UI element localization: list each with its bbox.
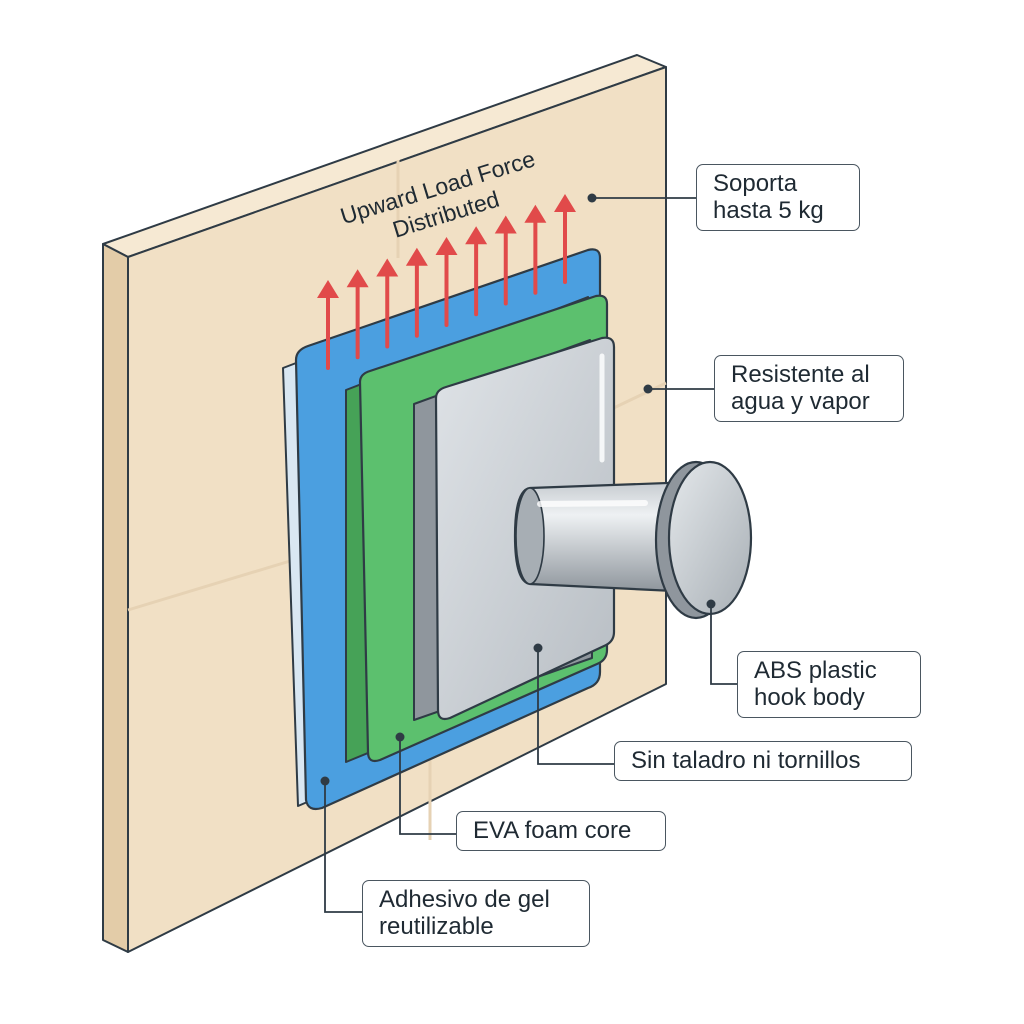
callout-load-line-1: Soporta	[713, 170, 798, 197]
up-arrow-icon	[317, 280, 339, 370]
leader-drill	[537, 648, 614, 765]
leader-dots	[320, 193, 716, 786]
leader-lines	[324, 197, 737, 913]
up-arrow-icon	[405, 247, 428, 338]
callout-water-line-1: Resistente al	[731, 361, 870, 388]
callout-gel-line-1: Adhesivo de gel	[379, 886, 550, 913]
callout-abs-body: ABS plastic hook body	[737, 651, 921, 718]
up-arrow-icon	[465, 226, 488, 317]
up-arrow-icon	[435, 237, 458, 327]
load-force-arrows	[317, 194, 576, 370]
callout-abs-line-1: ABS plastic	[754, 657, 877, 684]
up-arrow-icon	[554, 194, 576, 284]
leader-abs	[710, 604, 737, 685]
callout-eva-foam: EVA foam core	[456, 811, 666, 851]
callout-water-line-2: agua y vapor	[731, 388, 870, 415]
callout-load-line-2: hasta 5 kg	[713, 197, 824, 224]
callout-gel-line-2: reutilizable	[379, 913, 494, 940]
callout-no-drilling: Sin taladro ni tornillos	[614, 741, 912, 781]
callout-eva-line-1: EVA foam core	[473, 817, 632, 844]
leader-gel	[324, 781, 362, 913]
callout-abs-line-2: hook body	[754, 684, 865, 711]
up-arrow-icon	[346, 269, 369, 360]
up-arrow-icon	[524, 204, 547, 295]
callout-water-resistant: Resistente al agua y vapor	[714, 355, 904, 422]
callout-gel-adhesive: Adhesivo de gel reutilizable	[362, 880, 590, 947]
hook-knob	[513, 460, 753, 620]
leader-eva	[399, 737, 456, 835]
callout-drill-line-1: Sin taladro ni tornillos	[631, 747, 861, 774]
wall-left-edge	[102, 243, 129, 953]
up-arrow-icon	[494, 215, 517, 306]
up-arrow-icon	[376, 258, 399, 349]
callout-load-capacity: Soporta hasta 5 kg	[696, 164, 860, 231]
